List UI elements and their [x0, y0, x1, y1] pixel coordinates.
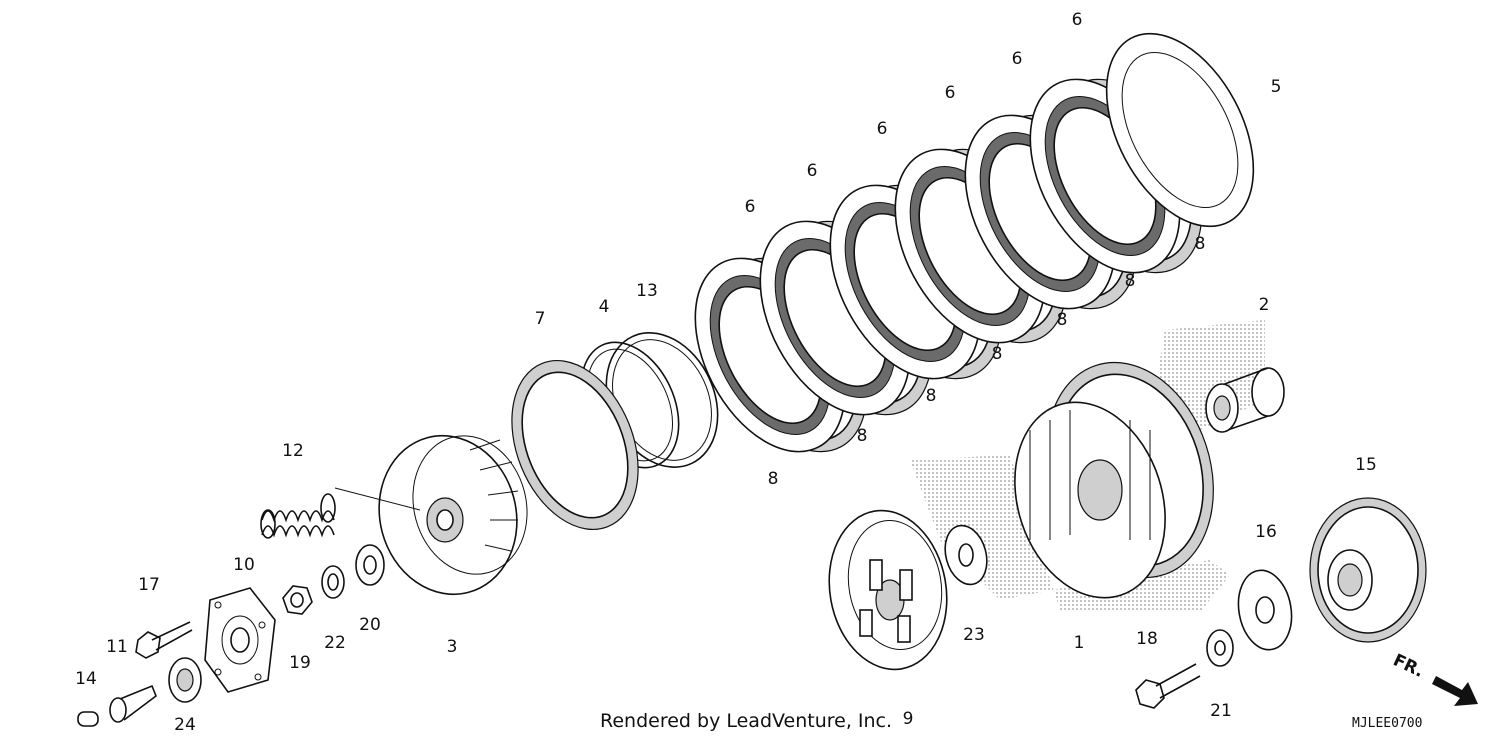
callout-c8f: 8 [1125, 271, 1136, 291]
part-12-clutch-spring [260, 487, 421, 539]
part-15-drive-gear [1309, 497, 1427, 643]
callout-c9: 9 [903, 709, 914, 729]
part-7-friction-plate [511, 359, 639, 531]
callout-c6d: 6 [945, 83, 956, 103]
callout-c8e: 8 [1057, 310, 1068, 330]
part-16-sprocket [1237, 569, 1293, 651]
part-21-washer [1206, 629, 1234, 667]
callout-c8a: 8 [768, 469, 779, 489]
callout-c12: 12 [282, 441, 304, 461]
callout-c8d: 8 [992, 344, 1003, 364]
part-9-clutch-center [828, 509, 948, 671]
part-17-bolt [135, 621, 193, 659]
callout-c6b: 6 [807, 161, 818, 181]
callout-c17: 17 [138, 575, 160, 595]
part-11-pin [109, 684, 157, 723]
part-5-plate [1105, 32, 1255, 228]
part-3-pressure-plate [378, 434, 528, 596]
callout-c13: 13 [636, 281, 658, 301]
part-20-washer [355, 544, 385, 586]
footer-credit: Rendered by LeadVenture, Inc. [600, 710, 893, 732]
callout-c6c: 6 [877, 119, 888, 139]
part-2-collar [1205, 367, 1285, 433]
callout-c8b: 8 [857, 426, 868, 446]
drawing-code: MJLEE0700 [1352, 716, 1423, 731]
callout-c16: 16 [1255, 522, 1277, 542]
direction-label: FR. [1390, 650, 1427, 681]
callout-c5: 5 [1271, 77, 1282, 97]
callout-c6f: 6 [1072, 10, 1083, 30]
callout-c19: 19 [289, 653, 311, 673]
part-14-dowel [77, 711, 99, 727]
front-direction-arrow-icon [1432, 676, 1478, 706]
callout-c18: 18 [1136, 629, 1158, 649]
callout-c11: 11 [106, 637, 128, 657]
callout-c22: 22 [324, 633, 346, 653]
callout-labels: 1234566666678888888910111213141516171819… [75, 10, 1377, 735]
callout-c1: 1 [1074, 633, 1085, 653]
callout-c7: 7 [535, 309, 546, 329]
callout-c3: 3 [447, 637, 458, 657]
callout-c15: 15 [1355, 455, 1377, 475]
part-18-bolt [1135, 663, 1201, 709]
callout-c4: 4 [599, 297, 610, 317]
callout-c20: 20 [359, 615, 381, 635]
callout-c6e: 6 [1012, 49, 1023, 69]
part-19-nut [282, 585, 313, 615]
callout-c24: 24 [174, 715, 196, 735]
callout-c8g: 8 [1195, 234, 1206, 254]
callout-c23: 23 [963, 625, 985, 645]
part-23-thrust-washer [944, 524, 988, 586]
callout-c21: 21 [1210, 701, 1232, 721]
callout-c10: 10 [233, 555, 255, 575]
part-1-clutch-outer [1014, 361, 1214, 599]
callout-c2: 2 [1259, 295, 1270, 315]
callout-c8c: 8 [926, 386, 937, 406]
part-24-bearing [168, 657, 202, 703]
part-22-washer [321, 565, 345, 599]
callout-c6a: 6 [745, 197, 756, 217]
callout-c14: 14 [75, 669, 97, 689]
part-10-lifter-plate [204, 587, 276, 693]
